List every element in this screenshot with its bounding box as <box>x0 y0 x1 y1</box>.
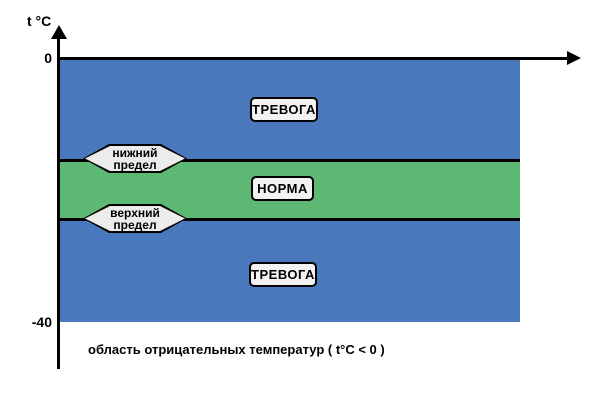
upper-limit-hexagon-body: верхний предел <box>85 206 185 231</box>
label-alarm-bottom: ТРЕВОГА <box>249 262 317 287</box>
tick-label-zero: 0 <box>44 50 52 66</box>
y-axis-label: t °C <box>27 13 52 29</box>
upper-limit-text-line2: предел <box>113 217 157 232</box>
lower-limit-text-line1: нижний <box>112 145 158 160</box>
label-alarm-top: ТРЕВОГА <box>250 97 318 122</box>
negative-temperature-caption: область отрицательных температур ( t°C <… <box>88 342 385 357</box>
x-axis-arrow-right-icon <box>567 51 581 65</box>
zone-stack <box>60 60 520 322</box>
x-axis-line <box>57 57 570 60</box>
y-axis-line <box>57 30 60 369</box>
lower-limit-hexagon-body: нижний предел <box>85 146 185 171</box>
upper-limit-text-line1: верхний <box>110 205 160 220</box>
tick-label-minus-40: -40 <box>31 314 52 330</box>
y-axis-arrow-up-icon <box>51 25 67 39</box>
upper-limit-boundary-line <box>60 218 520 221</box>
lower-limit-text-line2: предел <box>113 157 157 172</box>
label-norm: НОРМА <box>251 176 314 201</box>
lower-limit-boundary-line <box>60 159 520 162</box>
